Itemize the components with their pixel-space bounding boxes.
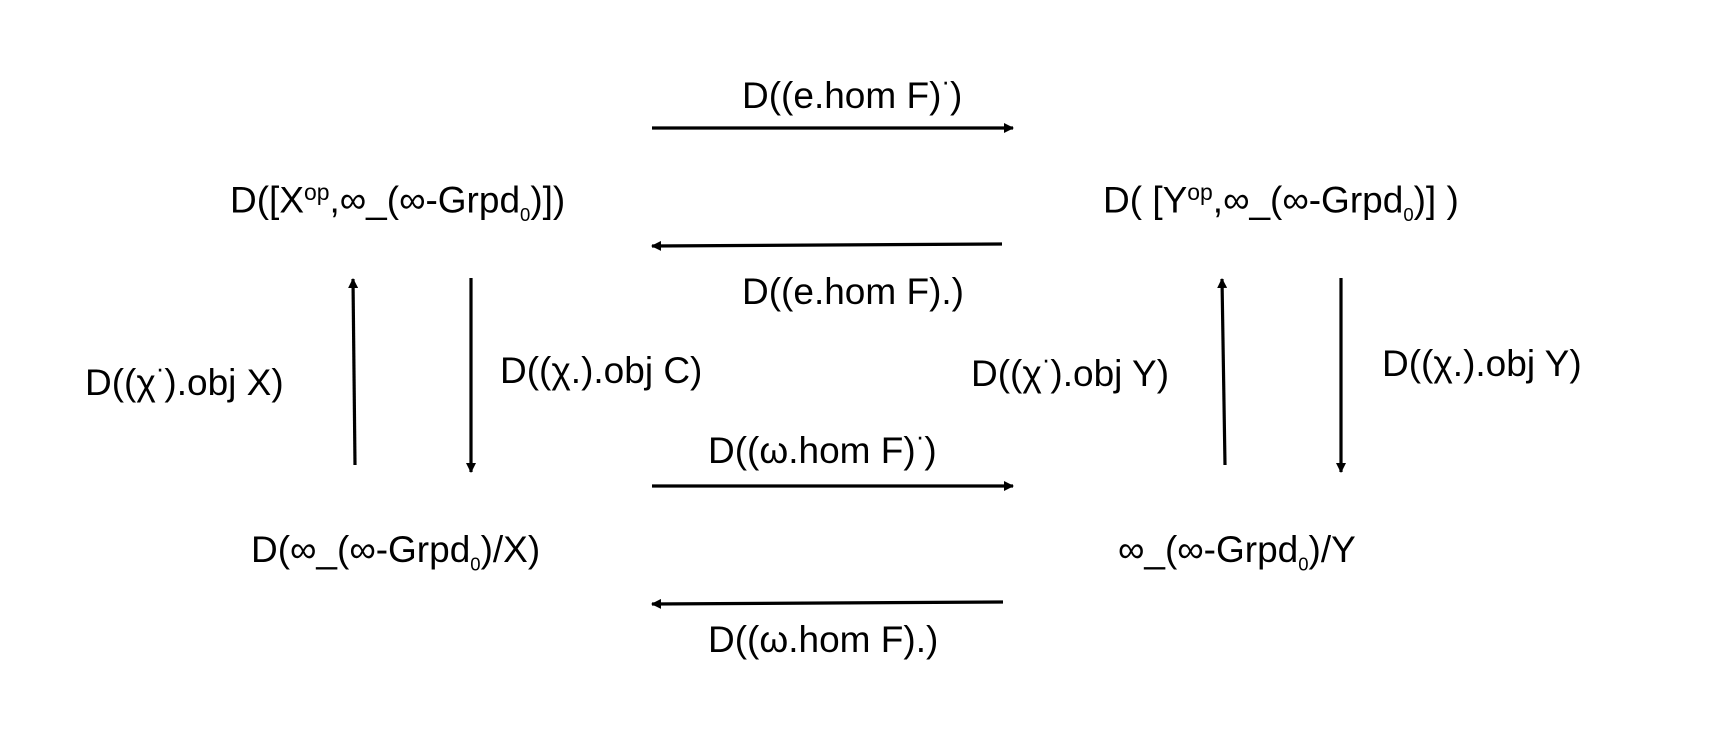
node-bottom-right-post: )/Y (1308, 529, 1356, 570)
label-top-backward-text: D((e.hom F).) (742, 271, 964, 312)
node-bottom-left-sub: 0 (470, 553, 481, 575)
node-top-right-post: )] ) (1413, 179, 1459, 221)
label-top-forward: D((e.hom F)·) (742, 68, 963, 117)
label-left-up: D((χ·).obj X) (85, 355, 284, 404)
label-bottom-backward-text: D((ω.hom F).) (708, 619, 939, 660)
label-left-up-dot: · (155, 355, 165, 383)
node-bottom-left-pre: D(∞_(∞-Grpd (251, 529, 471, 570)
label-right-up-post: ).obj Y) (1050, 353, 1170, 395)
label-left-down: D((χ.).obj C) (500, 352, 702, 389)
node-bottom-right-sub: 0 (1298, 553, 1309, 575)
node-bottom-right-pre: ∞_(∞-Grpd (1118, 529, 1299, 570)
node-bottom-right: ∞_(∞-Grpd0)/Y (1118, 531, 1356, 574)
node-top-left: D([Xop,∞_(∞-Grpd0)]) (230, 181, 565, 224)
label-left-up-pre: D((χ (85, 362, 156, 404)
label-right-up: D((χ·).obj Y) (971, 346, 1170, 395)
arrow-left-up (348, 278, 359, 466)
label-top-forward-dot: · (941, 68, 951, 96)
node-top-left-mid: ,∞_(∞-Grpd (329, 179, 521, 221)
label-bottom-backward: D((ω.hom F).) (708, 621, 938, 658)
node-top-right-sup: op (1187, 179, 1213, 205)
node-top-right-pre: D( [Y (1103, 179, 1188, 221)
arrow-top-backward (651, 240, 1003, 251)
node-top-left-sup: op (304, 179, 330, 205)
label-top-backward: D((e.hom F).) (742, 273, 964, 310)
label-right-up-dot: · (1041, 346, 1051, 374)
arrow-bottom-backward (651, 598, 1004, 609)
label-left-up-post: ).obj X) (164, 362, 284, 404)
label-bottom-forward-pre: D((ω.hom F) (708, 430, 916, 472)
node-top-left-pre: D([X (230, 179, 304, 221)
node-top-left-post: )]) (530, 179, 566, 221)
label-right-down: D((χ.).obj Y) (1382, 345, 1582, 382)
node-bottom-left: D(∞_(∞-Grpd0)/X) (251, 531, 540, 574)
label-right-down-text: D((χ.).obj Y) (1382, 343, 1582, 384)
arrow-right-up (1217, 278, 1228, 466)
node-top-right-sub: 0 (1403, 203, 1414, 225)
label-bottom-forward-dot: · (915, 423, 925, 451)
node-bottom-left-post: )/X) (480, 529, 541, 570)
label-bottom-forward: D((ω.hom F)·) (708, 423, 937, 472)
node-top-left-sub: 0 (520, 203, 531, 225)
label-bottom-forward-post: ) (924, 430, 937, 472)
label-right-up-pre: D((χ (971, 353, 1042, 395)
label-left-down-text: D((χ.).obj C) (500, 350, 703, 391)
label-top-forward-post: ) (950, 75, 963, 117)
node-top-right-mid: ,∞_(∞-Grpd (1212, 179, 1404, 221)
node-top-right: D( [Yop,∞_(∞-Grpd0)] ) (1103, 181, 1459, 224)
label-top-forward-pre: D((e.hom F) (742, 75, 942, 117)
